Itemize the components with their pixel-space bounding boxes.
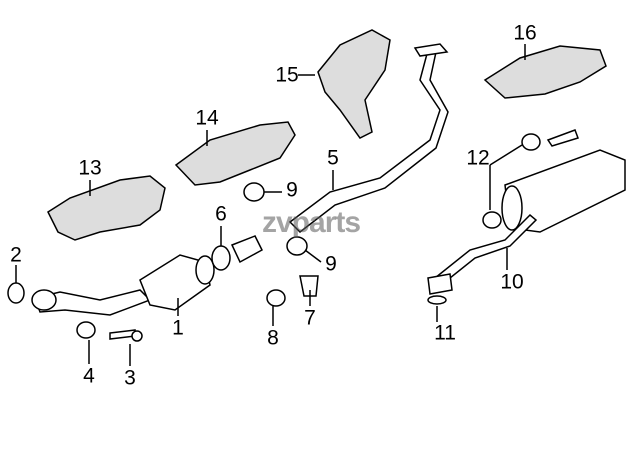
part-3-bolt — [109, 329, 136, 340]
watermark: zvparts — [262, 206, 361, 239]
part-4-nut — [76, 321, 96, 339]
callout-3: 3 — [124, 366, 136, 390]
part-14-heat-shield — [174, 121, 296, 186]
callout-14: 14 — [195, 106, 219, 130]
part-10-tailpipe — [428, 213, 538, 287]
part-9-bushing-upper — [243, 182, 265, 202]
part-12-hanger-lower — [482, 211, 502, 229]
part-13-heat-shield — [47, 175, 166, 241]
leader-lines — [15, 44, 526, 366]
part-2-gasket — [7, 282, 25, 304]
callout-1: 1 — [172, 316, 184, 340]
callout-11: 11 — [434, 321, 456, 345]
part-6-gasket — [211, 245, 231, 271]
part-10-muffler — [504, 149, 626, 233]
part-12-hanger-upper — [521, 133, 541, 151]
part-8-nut — [266, 289, 286, 307]
callout-8: 8 — [267, 326, 279, 350]
part-10-flange — [427, 273, 453, 295]
callout-6: 6 — [215, 202, 227, 226]
callout-9-upper: 9 — [286, 178, 298, 202]
callout-12: 12 — [466, 146, 490, 170]
part-15-heat-shield — [317, 29, 391, 139]
callout-9-lower: 9 — [325, 252, 337, 276]
part-1-converter-end — [195, 255, 215, 285]
callout-10: 10 — [500, 270, 524, 294]
part-7-bolt — [299, 275, 319, 297]
callout-13: 13 — [78, 156, 102, 180]
part-16-heat-shield — [483, 45, 607, 99]
callout-4: 4 — [83, 364, 95, 388]
part-5-pipe-flange — [413, 43, 449, 57]
callout-5: 5 — [327, 146, 339, 170]
part-flange — [230, 235, 263, 264]
callout-16: 16 — [513, 21, 537, 45]
part-10-muffler-end — [501, 185, 523, 231]
part-10-outlet — [546, 129, 579, 147]
part-front-pipe-flange — [31, 289, 57, 311]
part-9-bushing-lower — [286, 236, 308, 256]
part-3-bolt-head — [131, 330, 143, 342]
callout-2: 2 — [10, 243, 22, 267]
part-1-converter — [139, 254, 211, 311]
callout-7: 7 — [304, 306, 316, 330]
callout-15: 15 — [275, 63, 299, 87]
part-11-gasket — [427, 295, 447, 305]
